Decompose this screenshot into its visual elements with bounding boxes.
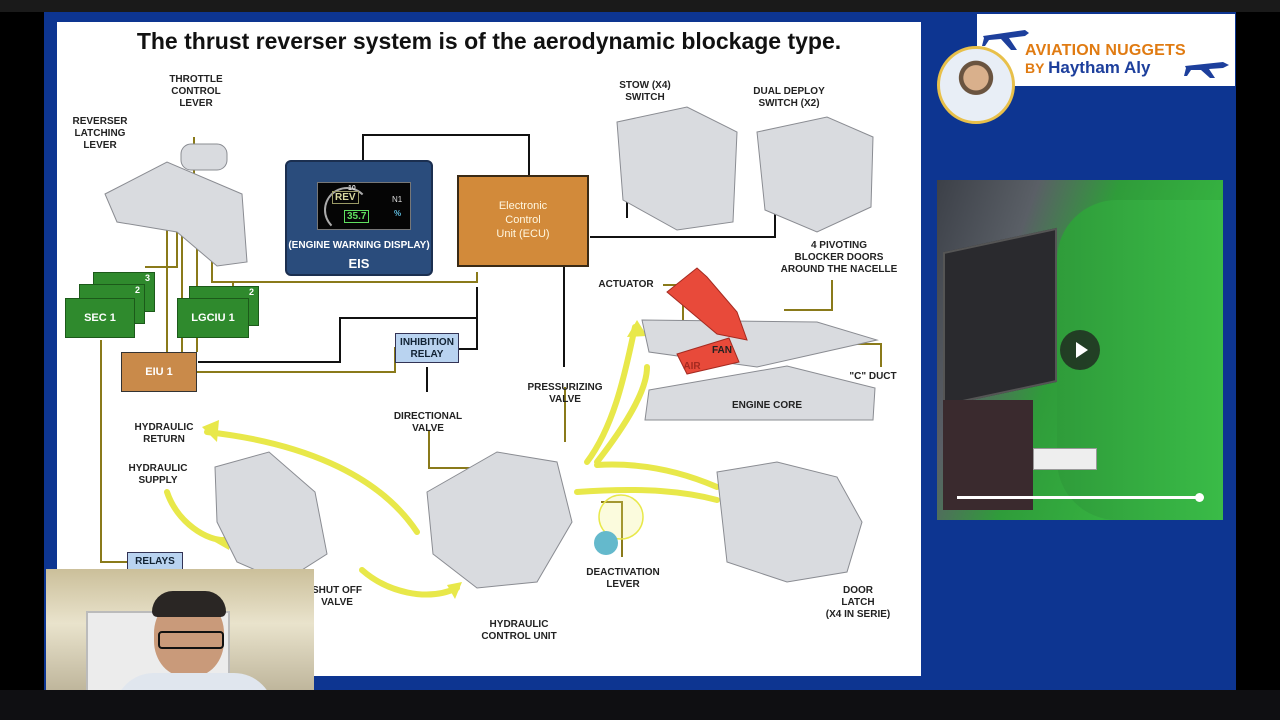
label-line: SWITCH (X2) [758,98,819,109]
warning-placard [1033,448,1097,470]
hydraulic-control-unit-label: HYDRAULIC CONTROL UNIT [473,619,565,643]
label-line: STOW (X4) [619,80,670,91]
air-label: AIR [679,361,705,373]
ecu-box: Electronic Control Unit (ECU) [457,175,589,267]
ecu-line: Control [505,214,540,226]
top-strip [0,0,1280,12]
eis-screen: 10 REV 35.7 N1 % [317,182,411,230]
hydraulic-return-label: HYDRAULIC RETURN [129,422,199,446]
label-line: (X4 IN SERIE) [826,609,890,620]
label-line: VALVE [549,394,581,405]
ecu-line: Electronic [499,200,547,212]
blocker-door-lower [943,400,1033,510]
relay-line: RELAY [411,349,444,360]
eis-caption: (ENGINE WARNING DISPLAY) [287,240,431,251]
label-line: LEVER [606,579,639,590]
ecu-line: Unit (ECU) [496,228,549,240]
label-line: BLOCKER DOORS [795,252,884,263]
label-line: SWITCH [625,92,664,103]
label-line: VALVE [321,597,353,608]
video-progress-knob[interactable] [1195,493,1204,502]
label-line: SUPPLY [138,475,177,486]
presenter-avatar [937,46,1015,124]
label-line: CONTROL UNIT [481,631,556,642]
brand-prefix: BY [1025,60,1048,76]
pressurizing-valve-label: PRESSURIZING VALVE [521,382,609,406]
label-line: SHUT OFF [312,585,362,596]
stow-switch-label: STOW (X4) SWITCH [605,80,685,104]
inhibition-relay-box: INHIBITION RELAY [395,333,459,363]
label-line: PRESSURIZING [527,382,602,393]
eis-value: 35.7 [344,210,369,223]
presenter-hair [152,591,226,617]
label-line: LATCH [841,597,874,608]
reverser-latching-lever-label: REVERSER LATCHING LEVER [65,116,135,152]
presenter-glasses [158,631,224,649]
label-line: DUAL DEPLOY [753,86,825,97]
deactivation-lever-label: DEACTIVATION LEVER [577,567,669,591]
eis-name: EIS [287,256,431,271]
label-line: LEVER [179,98,212,109]
door-latch-label: DOOR LATCH (X4 IN SERIE) [813,585,903,621]
label-line: LATCHING [75,128,126,139]
play-icon[interactable] [1060,330,1100,370]
label-line: HYDRAULIC [490,619,549,630]
label-line: DEACTIVATION [586,567,660,578]
blocker-door-open [943,228,1057,406]
eis-n1: N1 [392,195,402,204]
eiu-1-box: EIU 1 [121,352,197,392]
eis-pct: % [394,209,401,218]
shut-off-valve-label: SHUT OFF VALVE [307,585,367,609]
airplane-icon [981,18,1031,52]
bottom-strip [0,690,1280,720]
c-duct-label: "C" DUCT [841,371,905,383]
label-line: DIRECTIONAL [394,411,462,422]
fan-label: FAN [707,345,737,357]
blocker-doors-label: 4 PIVOTING BLOCKER DOORS AROUND THE NACE… [779,240,899,276]
throttle-control-lever-label: THROTTLE CONTROL LEVER [161,74,231,110]
label-line: RETURN [143,434,185,445]
label-line: REVERSER [72,116,127,127]
eis-display: 10 REV 35.7 N1 % (ENGINE WARNING DISPLAY… [285,160,433,276]
label-line: VALVE [412,423,444,434]
eis-rev: REV [332,191,359,204]
label-line: LEVER [83,140,116,151]
airplane-icon [1183,54,1231,80]
presenter-webcam [46,569,314,690]
sec-1-box: SEC 1 [65,298,135,338]
label-line: THROTTLE [169,74,222,85]
sec-stack-num: 3 [145,273,150,283]
directional-valve-label: DIRECTIONAL VALVE [387,411,469,435]
brand-logo: AVIATION NUGGETS BY Haytham Aly [977,14,1235,86]
actuator-label: ACTUATOR [591,279,661,291]
brand-line-2: BY Haytham Aly [1025,58,1150,78]
label-line: HYDRAULIC [135,422,194,433]
label-line: HYDRAULIC [129,463,188,474]
sec-stack-num: 2 [135,285,140,295]
dual-deploy-switch-label: DUAL DEPLOY SWITCH (X2) [747,86,831,110]
label-line: 4 PIVOTING [811,240,867,251]
relay-line: INHIBITION [400,337,454,348]
label-line: DOOR [843,585,873,596]
engine-core-label: ENGINE CORE [725,400,809,412]
relays-box: RELAYS [127,552,183,570]
label-line: CONTROL [171,86,220,97]
hydraulic-supply-label: HYDRAULIC SUPPLY [123,463,193,487]
label-line: AROUND THE NACELLE [781,264,898,275]
lgciu-1-box: LGCIU 1 [177,298,249,338]
presenter-shirt [114,673,274,690]
brand-name: Haytham Aly [1048,58,1150,77]
video-progress-bar[interactable] [957,496,1201,499]
